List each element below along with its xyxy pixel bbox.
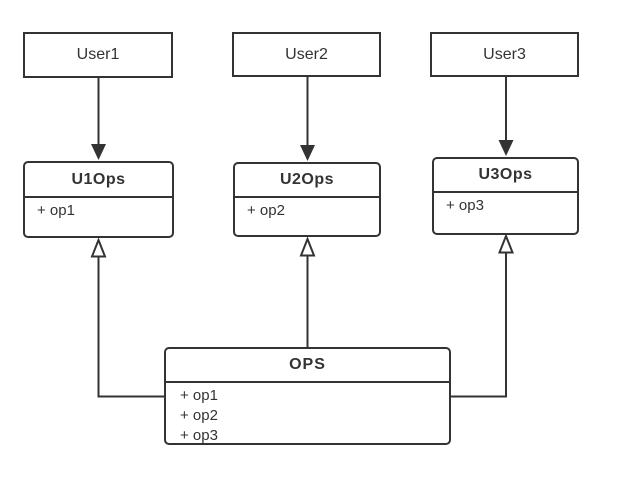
method-line: + op2 [180,407,218,424]
node-u2ops: U2Ops + op2 [233,162,381,237]
method-line: + op2 [247,202,285,219]
node-u2ops-methods: + op2 [235,198,379,235]
node-u3ops: U3Ops + op3 [432,157,579,235]
node-u1ops: U1Ops + op1 [23,161,174,238]
generalization-ops-to-u1ops [90,237,164,398]
hollow-arrowhead-icon [90,237,107,258]
node-user3: User3 [430,32,579,77]
node-ops: OPS + op1 + op2 + op3 [164,347,451,445]
node-u3ops-methods: + op3 [434,193,577,233]
node-u3ops-title: U3Ops [434,159,577,193]
node-u2ops-title: U2Ops [235,164,379,198]
arrow-user3-to-u3ops [498,77,514,156]
method-line: + op3 [180,427,218,444]
node-u1ops-title: U1Ops [25,163,172,198]
node-user2-label: User2 [285,45,328,63]
node-ops-title: OPS [166,349,449,383]
solid-arrowhead-icon [91,144,106,160]
generalization-ops-to-u3ops [451,233,514,398]
solid-arrowhead-icon [300,145,315,161]
node-user1-label: User1 [76,46,120,63]
generalization-ops-to-u2ops [299,236,316,348]
node-ops-methods: + op1 + op2 + op3 [166,383,449,446]
arrow-user1-to-u1ops [91,78,106,160]
arrow-user2-to-u2ops [300,77,315,161]
node-user1: User1 [23,32,173,78]
hollow-arrowhead-icon [299,236,316,257]
node-user2: User2 [232,32,381,77]
node-user3-label: User3 [483,45,526,63]
method-line: + op3 [446,197,484,214]
method-line: + op1 [37,202,75,219]
hollow-arrowhead-icon [498,233,514,254]
solid-arrowhead-icon [498,140,514,156]
method-line: + op1 [180,387,218,404]
node-u1ops-methods: + op1 [25,198,172,236]
